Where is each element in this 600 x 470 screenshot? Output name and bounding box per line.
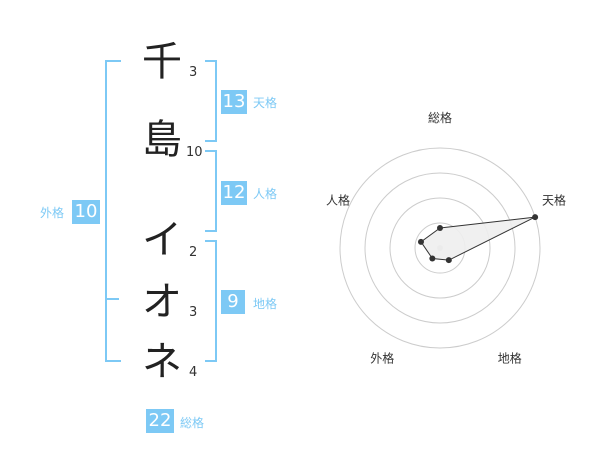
radar-point bbox=[445, 257, 452, 264]
gaikaku-value: 10 bbox=[72, 200, 100, 224]
stroke-count-2: 10 bbox=[186, 145, 203, 160]
gaikaku-bracket-tick bbox=[105, 298, 119, 300]
radar-axis-label: 人格 bbox=[326, 192, 350, 207]
stroke-count-4: 3 bbox=[189, 305, 198, 320]
tenkaku-label: 天格 bbox=[253, 96, 278, 110]
stroke-count-5: 4 bbox=[189, 365, 198, 380]
radar-ring bbox=[389, 197, 491, 299]
radar-point bbox=[437, 225, 443, 231]
gaikaku-label: 外格 bbox=[40, 206, 65, 220]
name-char-5: ネ bbox=[142, 339, 182, 385]
name-char-1: 千 bbox=[142, 39, 182, 85]
radar-axis-label: 外格 bbox=[370, 351, 394, 366]
jinkaku-label: 人格 bbox=[253, 187, 278, 201]
gaikaku-bracket bbox=[105, 60, 121, 362]
stroke-count-1: 3 bbox=[189, 65, 198, 80]
chikaku-bracket bbox=[205, 240, 217, 362]
chikaku-label: 地格 bbox=[253, 297, 278, 311]
soukaku-value: 22 bbox=[146, 409, 174, 433]
radar-point bbox=[417, 238, 424, 245]
jinkaku-bracket bbox=[205, 150, 217, 232]
stroke-count-3: 2 bbox=[189, 245, 198, 260]
chikaku-value: 9 bbox=[221, 290, 245, 314]
radar-point bbox=[429, 255, 436, 262]
radar-ring bbox=[339, 147, 541, 349]
name-char-4: オ bbox=[142, 279, 182, 325]
radar-point bbox=[532, 214, 539, 221]
radar-ring bbox=[364, 172, 516, 324]
radar-polygon bbox=[420, 216, 536, 261]
jinkaku-value: 12 bbox=[221, 181, 247, 205]
soukaku-label: 総格 bbox=[180, 416, 205, 430]
tenkaku-bracket bbox=[205, 60, 217, 142]
name-char-2: 島 bbox=[142, 117, 182, 163]
radar-axis-label: 天格 bbox=[542, 192, 566, 207]
radar-axis-label: 総格 bbox=[428, 110, 452, 125]
tenkaku-value: 13 bbox=[221, 90, 247, 114]
name-char-3: イ bbox=[142, 217, 182, 263]
radar-axis-label: 地格 bbox=[498, 351, 522, 366]
